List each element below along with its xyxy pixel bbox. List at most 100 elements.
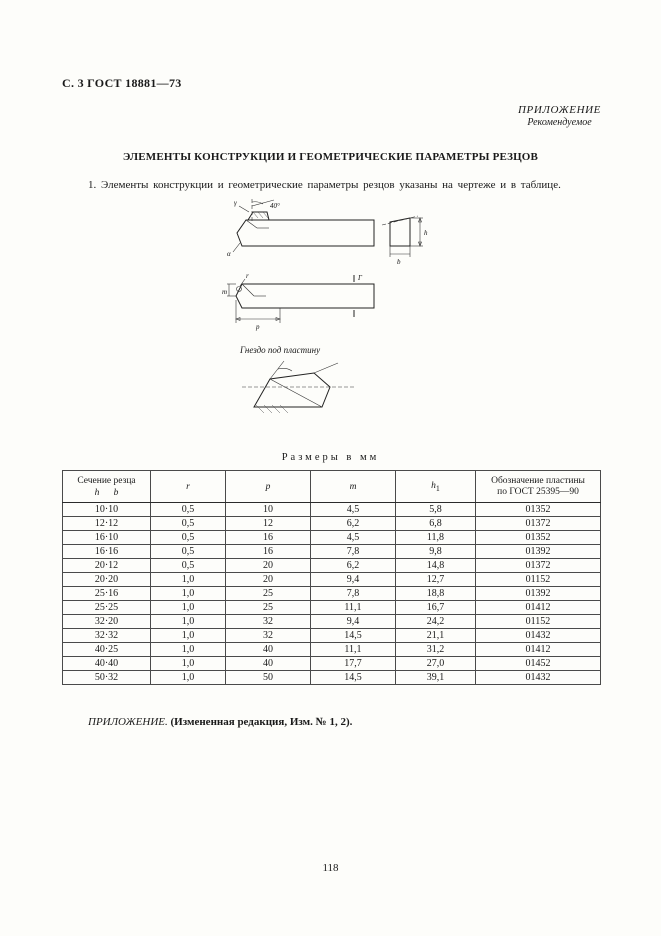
col-header-r: r [150, 470, 226, 503]
cell-section: 25·25 [62, 600, 151, 615]
col-header-section-label: Сечение резца [77, 475, 136, 486]
cell-m: 11,1 [310, 600, 396, 615]
cell-p: 16 [225, 530, 311, 545]
col-header-h1-base: h [431, 480, 436, 491]
cell-section: 32·32 [62, 628, 151, 643]
cell-plate: 01392 [475, 544, 601, 559]
cell-p: 20 [225, 572, 311, 587]
cell-h1: 6,8 [395, 516, 476, 531]
cell-m: 4,5 [310, 502, 396, 517]
col-header-section-sub: h b [94, 487, 119, 498]
cell-section: 25·16 [62, 586, 151, 601]
cell-m: 4,5 [310, 530, 396, 545]
angle-40-label: 40° [270, 202, 280, 210]
table-caption: Размеры в мм [281, 452, 380, 463]
cell-h1: 31,2 [395, 642, 476, 657]
cell-section: 40·40 [62, 656, 151, 671]
cell-r: 0,5 [150, 530, 226, 545]
cell-r: 1,0 [150, 614, 226, 629]
cell-plate: 01412 [475, 600, 601, 615]
annex-label: ПРИЛОЖЕНИЕ [518, 104, 601, 116]
cell-h1: 39,1 [395, 670, 476, 685]
cell-h1: 21,1 [395, 628, 476, 643]
cell-r: 0,5 [150, 502, 226, 517]
cell-plate: 01432 [475, 628, 601, 643]
table-header: Сечение резца h b r p m h1 Обозначение п… [62, 470, 601, 503]
col-header-h1: h1 [395, 470, 476, 503]
cell-m: 7,8 [310, 544, 396, 559]
cell-m: 9,4 [310, 614, 396, 629]
cell-h1: 16,7 [395, 600, 476, 615]
col-header-m: m [310, 470, 396, 503]
alpha-label: α [227, 250, 231, 258]
cell-r: 0,5 [150, 516, 226, 531]
col-header-section: Сечение резца h b [62, 470, 151, 503]
cell-h1: 11,8 [395, 530, 476, 545]
cell-r: 1,0 [150, 670, 226, 685]
cell-plate: 01372 [475, 558, 601, 573]
socket-drawing [242, 360, 356, 414]
cell-m: 14,5 [310, 628, 396, 643]
page-number: 118 [322, 862, 339, 874]
cell-m: 7,8 [310, 586, 396, 601]
cell-p: 10 [225, 502, 311, 517]
cell-m: 17,7 [310, 656, 396, 671]
cell-plate: 01452 [475, 656, 601, 671]
cell-h1: 9,8 [395, 544, 476, 559]
cell-h1: 5,8 [395, 502, 476, 517]
cell-plate: 01412 [475, 642, 601, 657]
m-dim-label: m [222, 288, 227, 296]
cell-r: 1,0 [150, 600, 226, 615]
cell-section: 20·12 [62, 558, 151, 573]
cell-r: 1,0 [150, 642, 226, 657]
socket-caption: Гнездо под пластину [240, 345, 321, 355]
cell-h1: 18,8 [395, 586, 476, 601]
cell-p: 12 [225, 516, 311, 531]
cell-m: 14,5 [310, 670, 396, 685]
cell-p: 25 [225, 600, 311, 615]
r-label: r [246, 272, 249, 280]
col-header-plate: Обозначение пластины по ГОСТ 25395—90 [475, 470, 601, 503]
col-header-plate-label: Обозначение пластины [491, 476, 585, 486]
cell-p: 25 [225, 586, 311, 601]
annex-sublabel: Рекомендуемое [527, 117, 592, 128]
document-title: ЭЛЕМЕНТЫ КОНСТРУКЦИИ И ГЕОМЕТРИЧЕСКИЕ ПА… [122, 151, 539, 163]
cell-p: 40 [225, 642, 311, 657]
cell-plate: 01152 [475, 572, 601, 587]
cell-m: 6,2 [310, 558, 396, 573]
annex-block: ПРИЛОЖЕНИЕ Рекомендуемое [518, 104, 601, 128]
dimensions-table: Сечение резца h b r p m h1 Обозначение п… [62, 470, 601, 685]
gamma-label: γ [234, 199, 237, 207]
cell-p: 20 [225, 558, 311, 573]
col-header-h1-sub: 1 [435, 483, 440, 493]
b-dim-label: b [397, 258, 401, 266]
footer-note-italic: ПРИЛОЖЕНИЕ. [88, 716, 168, 728]
tool-drawing: 40° γ α h b r p m [222, 199, 428, 331]
cell-plate: 01372 [475, 516, 601, 531]
footer-note: ПРИЛОЖЕНИЕ. (Измененная редакция, Изм. №… [88, 716, 352, 728]
cell-r: 1,0 [150, 572, 226, 587]
cell-m: 9,4 [310, 572, 396, 587]
cell-section: 10·10 [62, 502, 151, 517]
cell-section: 32·20 [62, 614, 151, 629]
h-dim-label: h [424, 229, 428, 237]
cell-r: 1,0 [150, 628, 226, 643]
intro-paragraph: 1. Элементы конструкции и геометрические… [88, 179, 561, 191]
cell-h1: 24,2 [395, 614, 476, 629]
cell-m: 6,2 [310, 516, 396, 531]
footer-note-bold: (Измененная редакция, Изм. № 1, 2). [170, 716, 353, 728]
